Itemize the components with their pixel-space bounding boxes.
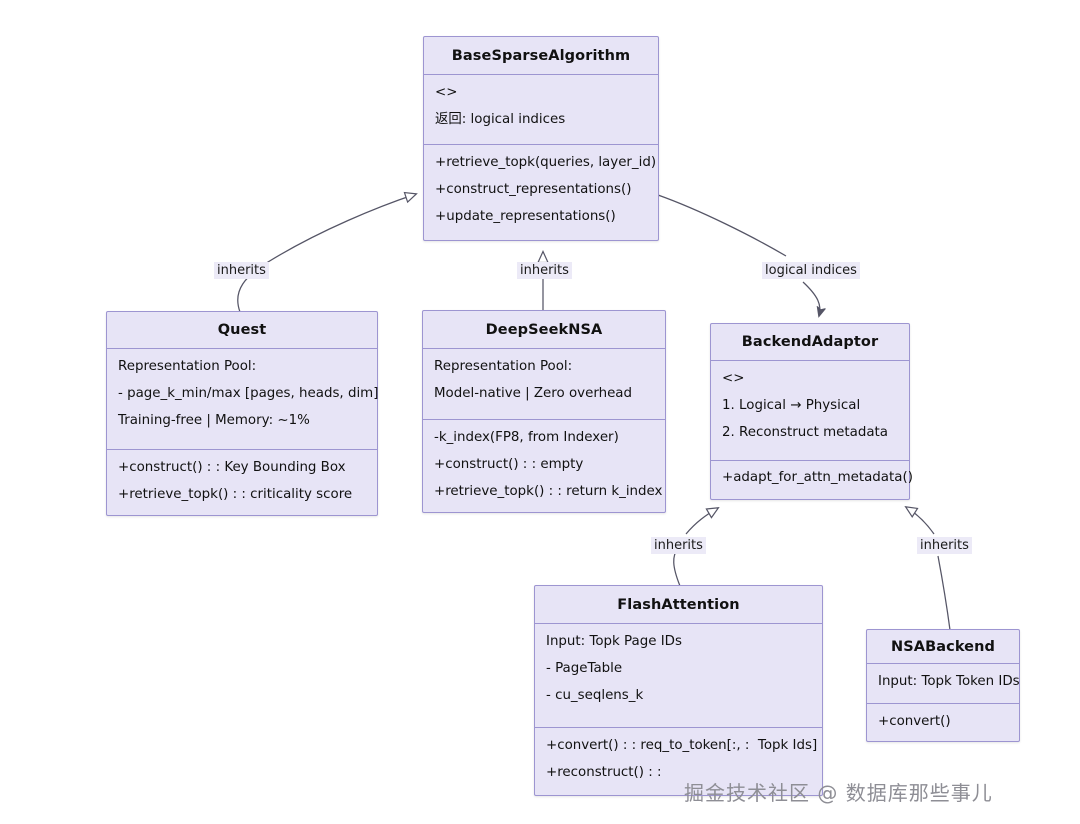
class-attributes-base-sparse-algorithm: <> 返回: logical indices [424,74,658,144]
method-line: +reconstruct() : : [546,764,662,780]
attribute-line: - page_k_min/max [pages, heads, dim] [118,385,379,401]
method-line: +construct_representations() [435,181,632,197]
watermark-text: 掘金技术社区 @ 数据库那些事儿 [684,781,993,805]
class-box-deepseeknsa[interactable]: DeepSeekNSA Representation Pool: Model-n… [422,310,666,513]
method-line: +retrieve_topk(queries, layer_id) [435,155,657,170]
class-title-flashattention: FlashAttention [617,596,740,613]
class-box-flashattention[interactable]: FlashAttention Input: Topk Page IDs - Pa… [534,585,823,796]
attribute-line: Input: Topk Token IDs [878,674,1020,689]
class-attributes-flashattention: Input: Topk Page IDs - PageTable - cu_se… [535,623,822,727]
class-title-base-sparse-algorithm: BaseSparseAlgorithm [451,47,631,64]
attribute-line: 返回: logical indices [435,111,566,127]
method-line: +retrieve_topk() : : criticality score [118,486,353,502]
attribute-line: 1. Logical → Physical [722,397,861,413]
attribute-line: - PageTable [546,660,623,676]
class-methods-nsabackend: +convert() [867,703,1019,743]
edge-label-deepseeknsa-base: inherits [517,262,572,279]
edge-label-flashattention-adaptor: inherits [651,537,706,554]
attribute-line: Training-free | Memory: ~1% [118,412,310,428]
class-methods-flashattention: +convert() : : req_to_token[:, : Topk Id… [535,727,822,797]
method-line: +adapt_for_attn_metadata() [722,470,913,485]
class-methods-deepseeknsa: -k_index(FP8, from Indexer) +construct()… [423,419,665,514]
edge-label-quest-base: inherits [214,262,269,279]
method-line: -k_index(FP8, from Indexer) [434,430,619,445]
method-line: +update_representations() [435,208,616,224]
class-box-quest[interactable]: Quest Representation Pool: - page_k_min/… [106,311,378,516]
class-attributes-backendadaptor: <> 1. Logical → Physical 2. Reconstruct … [711,360,909,460]
edge-quest-base [237,191,418,313]
edge-label-base-adaptor: logical indices [762,262,860,279]
attribute-line: <> [435,85,458,100]
attribute-line: <> [722,371,745,386]
class-title-backendadaptor: BackendAdaptor [741,334,879,350]
class-title-quest: Quest [217,322,267,338]
method-line: +retrieve_topk() : : return k_index [434,483,663,499]
edge-nsabackend-adaptor [937,555,951,631]
edge-label-nsabackend-adaptor: inherits [917,537,972,554]
method-line: +construct() : : Key Bounding Box [118,460,346,475]
attribute-line: Model-native | Zero overhead [434,385,633,401]
class-box-base-sparse-algorithm[interactable]: BaseSparseAlgorithm <> 返回: logical indic… [423,36,659,241]
class-methods-base-sparse-algorithm: +retrieve_topk(queries, layer_id) +const… [424,144,658,242]
method-line: +convert() : : req_to_token[:, : Topk Id… [546,738,818,753]
class-box-backendadaptor[interactable]: BackendAdaptor <> 1. Logical → Physical … [710,323,913,500]
class-methods-quest: +construct() : : Key Bounding Box +retri… [107,449,377,517]
attribute-line: Representation Pool: [118,359,257,374]
class-attributes-quest: Representation Pool: - page_k_min/max [p… [107,348,379,449]
class-attributes-deepseeknsa: Representation Pool: Model-native | Zero… [423,348,665,419]
attribute-line: Input: Topk Page IDs [546,634,682,649]
class-box-nsabackend[interactable]: NSABackend Input: Topk Token IDs +conver… [866,629,1020,742]
edge-base-adaptor [657,194,787,257]
edge-base-adaptor-tail [802,281,820,316]
method-line: +construct() : : empty [434,456,584,472]
class-attributes-nsabackend: Input: Topk Token IDs [867,663,1020,703]
class-title-deepseeknsa: DeepSeekNSA [485,321,603,338]
attribute-line: Representation Pool: [434,359,573,374]
class-methods-backendadaptor: +adapt_for_attn_metadata() [711,460,913,499]
edge-nsabackend-adaptor-head [904,505,935,535]
method-line: +convert() [878,714,951,729]
class-title-nsabackend: NSABackend [890,638,996,655]
edge-flashattention-adaptor-head [685,507,720,535]
attribute-line: 2. Reconstruct metadata [722,424,889,440]
attribute-line: - cu_seqlens_k [546,687,644,703]
